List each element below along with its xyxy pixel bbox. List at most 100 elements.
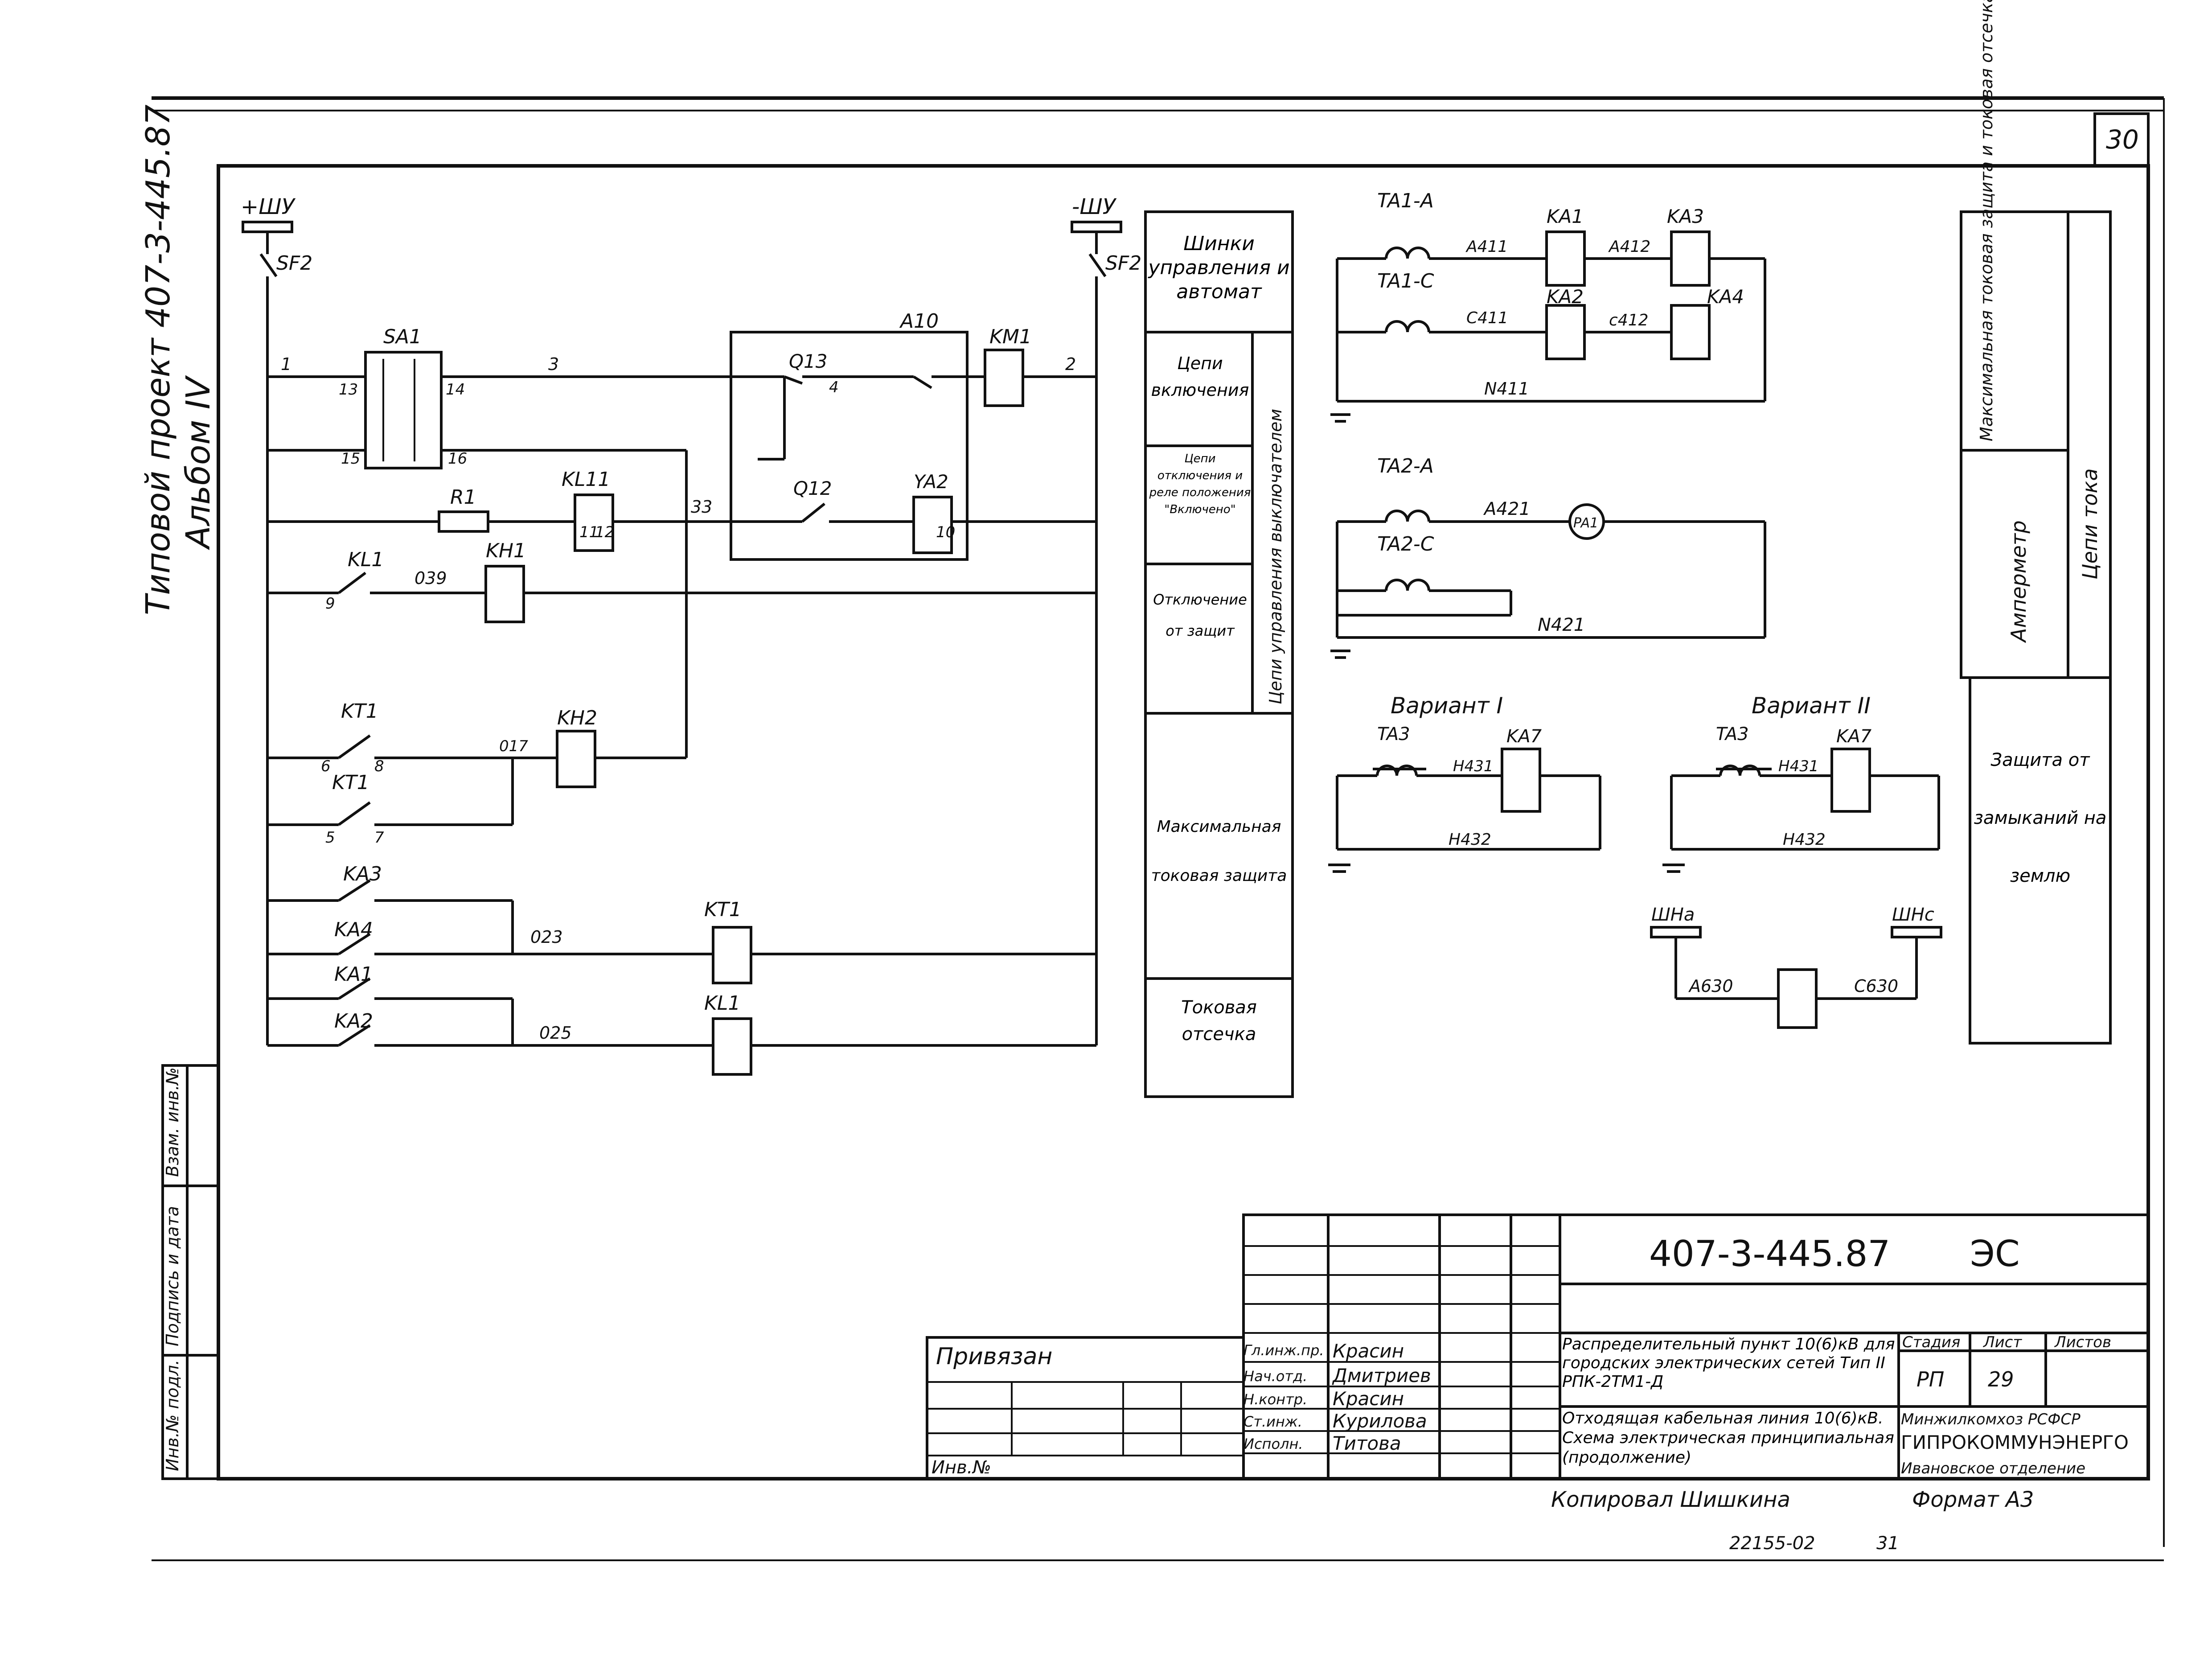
- ya2-coil: [912, 496, 953, 554]
- pin-5: 5: [325, 829, 335, 847]
- doc-code: 407-3-445.87: [1649, 1233, 1890, 1275]
- org-branch: Ивановское отделение: [1901, 1460, 2085, 1477]
- kl1-coil: [712, 1017, 752, 1076]
- section-trip-circuits: Цепи отключения и реле положения "Включе…: [1149, 452, 1251, 516]
- kl11-coil: [574, 494, 614, 552]
- name-0: Красин: [1333, 1340, 1404, 1362]
- section-bus-control: Шинки управления и автомат: [1148, 232, 1290, 303]
- right-section-column: [1960, 210, 2112, 1045]
- kt1-coil: [712, 926, 752, 984]
- kh1-coil: [484, 565, 525, 623]
- section-close-circuits: Цепи включения: [1151, 354, 1249, 400]
- label-kt1-coil: KT1: [704, 898, 742, 921]
- label-ka4: KA4: [334, 918, 373, 941]
- section-trip-protection: Отключение от защит: [1153, 591, 1247, 639]
- label-pa1: PA1: [1573, 515, 1598, 531]
- pin-16: 16: [448, 450, 467, 468]
- pin-15: 15: [341, 450, 360, 468]
- pin-7: 7: [374, 829, 384, 847]
- label-ta2a: TA2-A: [1377, 455, 1434, 477]
- section-vertical-control: Цепи управления выключателем: [1266, 409, 1285, 704]
- label-supply-plus: +ШУ: [241, 194, 296, 219]
- r1-resistor: [438, 510, 489, 533]
- org-ministry: Минжилкомхоз РСФСР: [1901, 1411, 2081, 1428]
- left-section-column: [1144, 210, 1294, 1098]
- doc-stage-mark: ЭС: [1970, 1233, 2020, 1275]
- name-3: Курилова: [1333, 1410, 1427, 1432]
- wire-023: 023: [530, 927, 563, 947]
- name-2: Красин: [1333, 1388, 1404, 1410]
- label-kl11: KL11: [562, 468, 610, 491]
- sheet-number: 30: [2106, 124, 2139, 155]
- name-1: Дмитриев: [1332, 1365, 1431, 1386]
- a10-block: [730, 331, 969, 561]
- wire-1: 1: [281, 354, 291, 374]
- sheet-value: 29: [1988, 1367, 2014, 1391]
- label-ka2: KA2: [334, 1010, 373, 1032]
- label-c412: c412: [1609, 311, 1649, 329]
- label-km1: KM1: [989, 325, 1032, 348]
- paper-format: Формат А3: [1912, 1487, 2034, 1512]
- section-current-cutoff: Токовая отсечка: [1181, 997, 1257, 1045]
- label-kh2: KH2: [557, 707, 597, 729]
- kh2-coil: [556, 730, 596, 788]
- section-overcurrent: Максимальная токовая защита: [1151, 818, 1287, 885]
- label-sa1: SA1: [383, 325, 422, 348]
- label-ta1a: TA1-A: [1377, 189, 1434, 212]
- section-overcurrent-right: Максимальная токовая защита и токовая от…: [1977, 0, 1996, 441]
- label-a10: A10: [899, 310, 939, 333]
- project-title: Распределительный пункт 10(6)кВ для горо…: [1562, 1335, 1895, 1391]
- stage-value: РП: [1917, 1367, 1944, 1391]
- wire-2: 2: [1065, 354, 1076, 374]
- bus-minus: [1071, 221, 1122, 233]
- current-circuits: [1328, 230, 1942, 1029]
- pin-11: 11: [579, 523, 599, 541]
- label-h431-v2: H431: [1778, 757, 1818, 775]
- label-kt1-top: KT1: [341, 700, 378, 723]
- control-circuit: [242, 221, 1122, 1076]
- role-chief-engineer: Гл.инж.пр.: [1243, 1342, 1324, 1359]
- ka3-coil: [1670, 230, 1711, 287]
- role-dept-head: Нач.отд.: [1243, 1368, 1307, 1385]
- label-ka1: KA1: [1547, 206, 1584, 227]
- role-norm-control: Н.контр.: [1243, 1391, 1307, 1408]
- label-ya2: YA2: [914, 471, 948, 493]
- wire-33: 33: [691, 497, 712, 517]
- pin-4: 4: [829, 378, 839, 396]
- earth-relay-coil: [1777, 968, 1818, 1029]
- bottom-num: 31: [1876, 1533, 1899, 1554]
- label-h431-v1: H431: [1453, 757, 1493, 775]
- label-shna: ШНа: [1651, 905, 1695, 925]
- label-variant1: Вариант I: [1391, 693, 1503, 719]
- wire-039: 039: [414, 568, 447, 588]
- label-a421: A421: [1483, 499, 1531, 519]
- label-q13: Q13: [789, 350, 828, 372]
- label-c411: C411: [1466, 309, 1508, 327]
- label-ta3-v2: TA3: [1716, 724, 1749, 744]
- pin-10: 10: [936, 523, 955, 541]
- section-current-circuits: Цепи тока: [2078, 468, 2102, 580]
- pin-9: 9: [325, 595, 335, 613]
- label-shnc: ШНс: [1892, 905, 1934, 925]
- wire-017: 017: [499, 737, 528, 755]
- inv-label: Инв.№: [932, 1457, 991, 1478]
- bus-plus: [242, 221, 293, 233]
- attached-label: Привязан: [936, 1343, 1052, 1370]
- label-sf2-right: SF2: [1105, 252, 1141, 275]
- side-stamp: [161, 1064, 220, 1480]
- label-a411: A411: [1465, 238, 1508, 256]
- label-ta3-v1: TA3: [1377, 724, 1410, 744]
- label-ka7-v1: KA7: [1506, 726, 1542, 747]
- label-kt1-bottom: KT1: [332, 771, 369, 794]
- ka7-coil-variant2: [1830, 748, 1871, 813]
- sheet-number-box: [2093, 112, 2150, 167]
- label-kh1: KH1: [486, 539, 526, 562]
- label-c630: C630: [1854, 976, 1898, 996]
- label-ka2: KA2: [1547, 286, 1584, 308]
- bus-shnc: [1891, 926, 1942, 938]
- pin-14: 14: [446, 381, 465, 399]
- label-q12: Q12: [793, 477, 832, 499]
- label-ka3: KA3: [1667, 206, 1704, 227]
- label-kl1-coil: KL1: [704, 992, 740, 1015]
- km1-coil: [984, 349, 1024, 407]
